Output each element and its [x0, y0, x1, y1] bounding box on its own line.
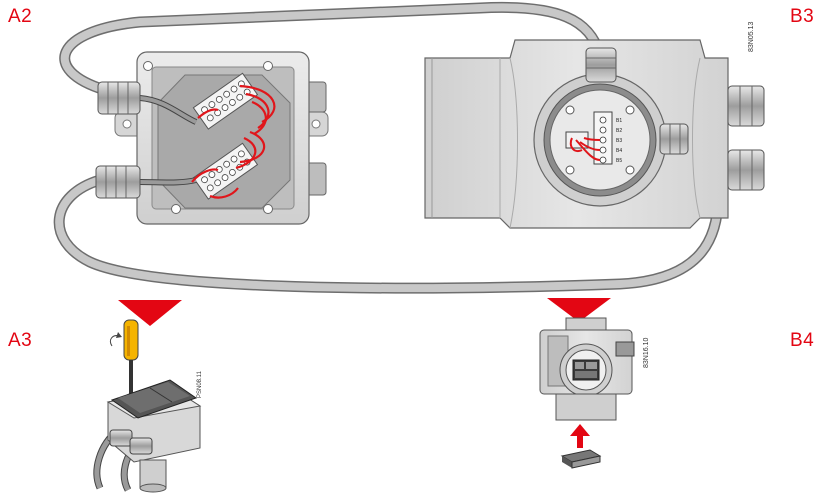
cable-gland-b3-side [659, 123, 689, 155]
transmitter-housing-b3: B1 B2 B3 B4 B5 [424, 39, 765, 229]
cable-gland-b3-right-bottom [727, 149, 765, 191]
arrow-down-b4 [547, 298, 611, 322]
label-b3: B3 [790, 6, 815, 27]
label-b4: B4 [790, 330, 815, 351]
transmitter-b4 [539, 317, 635, 469]
terminal-label: B1 [616, 118, 622, 124]
junction-box-a2 [95, 51, 329, 225]
red-wires-b3 [569, 137, 601, 161]
cable-gland-a2-top [97, 81, 141, 115]
drawing-code-a3: PSN08.11 [197, 371, 203, 398]
red-wires-a2 [191, 84, 276, 199]
terminal-label: B2 [616, 128, 622, 134]
cable-gland-b3-right-top [727, 85, 765, 127]
drawing-code-b3: 83N05.13 [748, 21, 755, 52]
sensor-a3 [93, 319, 202, 493]
terminal-label-group: B1 B2 B3 B4 B5 [616, 118, 622, 164]
screwdriver-icon [109, 319, 139, 396]
label-a2: A2 [8, 6, 33, 27]
arrow-down-a3 [118, 300, 182, 326]
terminal-label: B4 [616, 148, 622, 154]
terminal-label: B5 [616, 158, 622, 164]
cable-gland-b3-top [585, 47, 617, 83]
terminal-label: B3 [616, 138, 622, 144]
cable-gland-a2-bottom [95, 165, 141, 199]
label-a3: A3 [8, 330, 33, 351]
drawing-code-b4: 83N16.10 [643, 337, 650, 368]
